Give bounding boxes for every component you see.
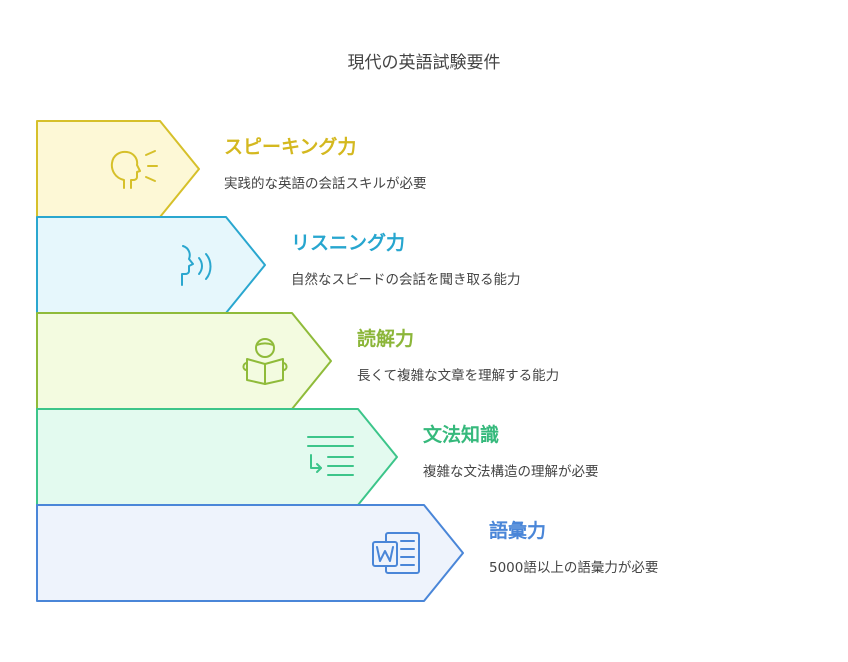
listening-head-icon — [181, 245, 212, 286]
grammar-description: 複雑な文法構造の理解が必要 — [423, 464, 599, 480]
speaking-head-icon — [110, 150, 158, 189]
reading-person-icon — [242, 338, 288, 385]
speaking-description: 実践的な英語の会話スキルが必要 — [224, 176, 427, 192]
reading-label: 読解力 — [357, 328, 415, 350]
grammar-label: 文法知識 — [423, 424, 500, 446]
listening-description: 自然なスピードの会話を聞き取る能力 — [291, 272, 521, 288]
band-speaking — [36, 120, 200, 218]
listening-label: リスニング力 — [291, 232, 406, 254]
word-document-icon — [372, 532, 420, 574]
band-grammar — [36, 408, 398, 506]
band-listening — [36, 216, 266, 314]
band-vocabulary — [36, 504, 464, 602]
vocabulary-label: 語彙力 — [489, 520, 547, 542]
reading-description: 長くて複雑な文章を理解する能力 — [357, 368, 560, 384]
diagram-title: 現代の英語試験要件 — [347, 53, 501, 73]
speaking-label: スピーキング力 — [224, 136, 357, 158]
vocabulary-description: 5000語以上の語彙力が必要 — [489, 560, 659, 576]
text-indent-icon — [307, 436, 354, 476]
band-reading — [36, 312, 332, 410]
